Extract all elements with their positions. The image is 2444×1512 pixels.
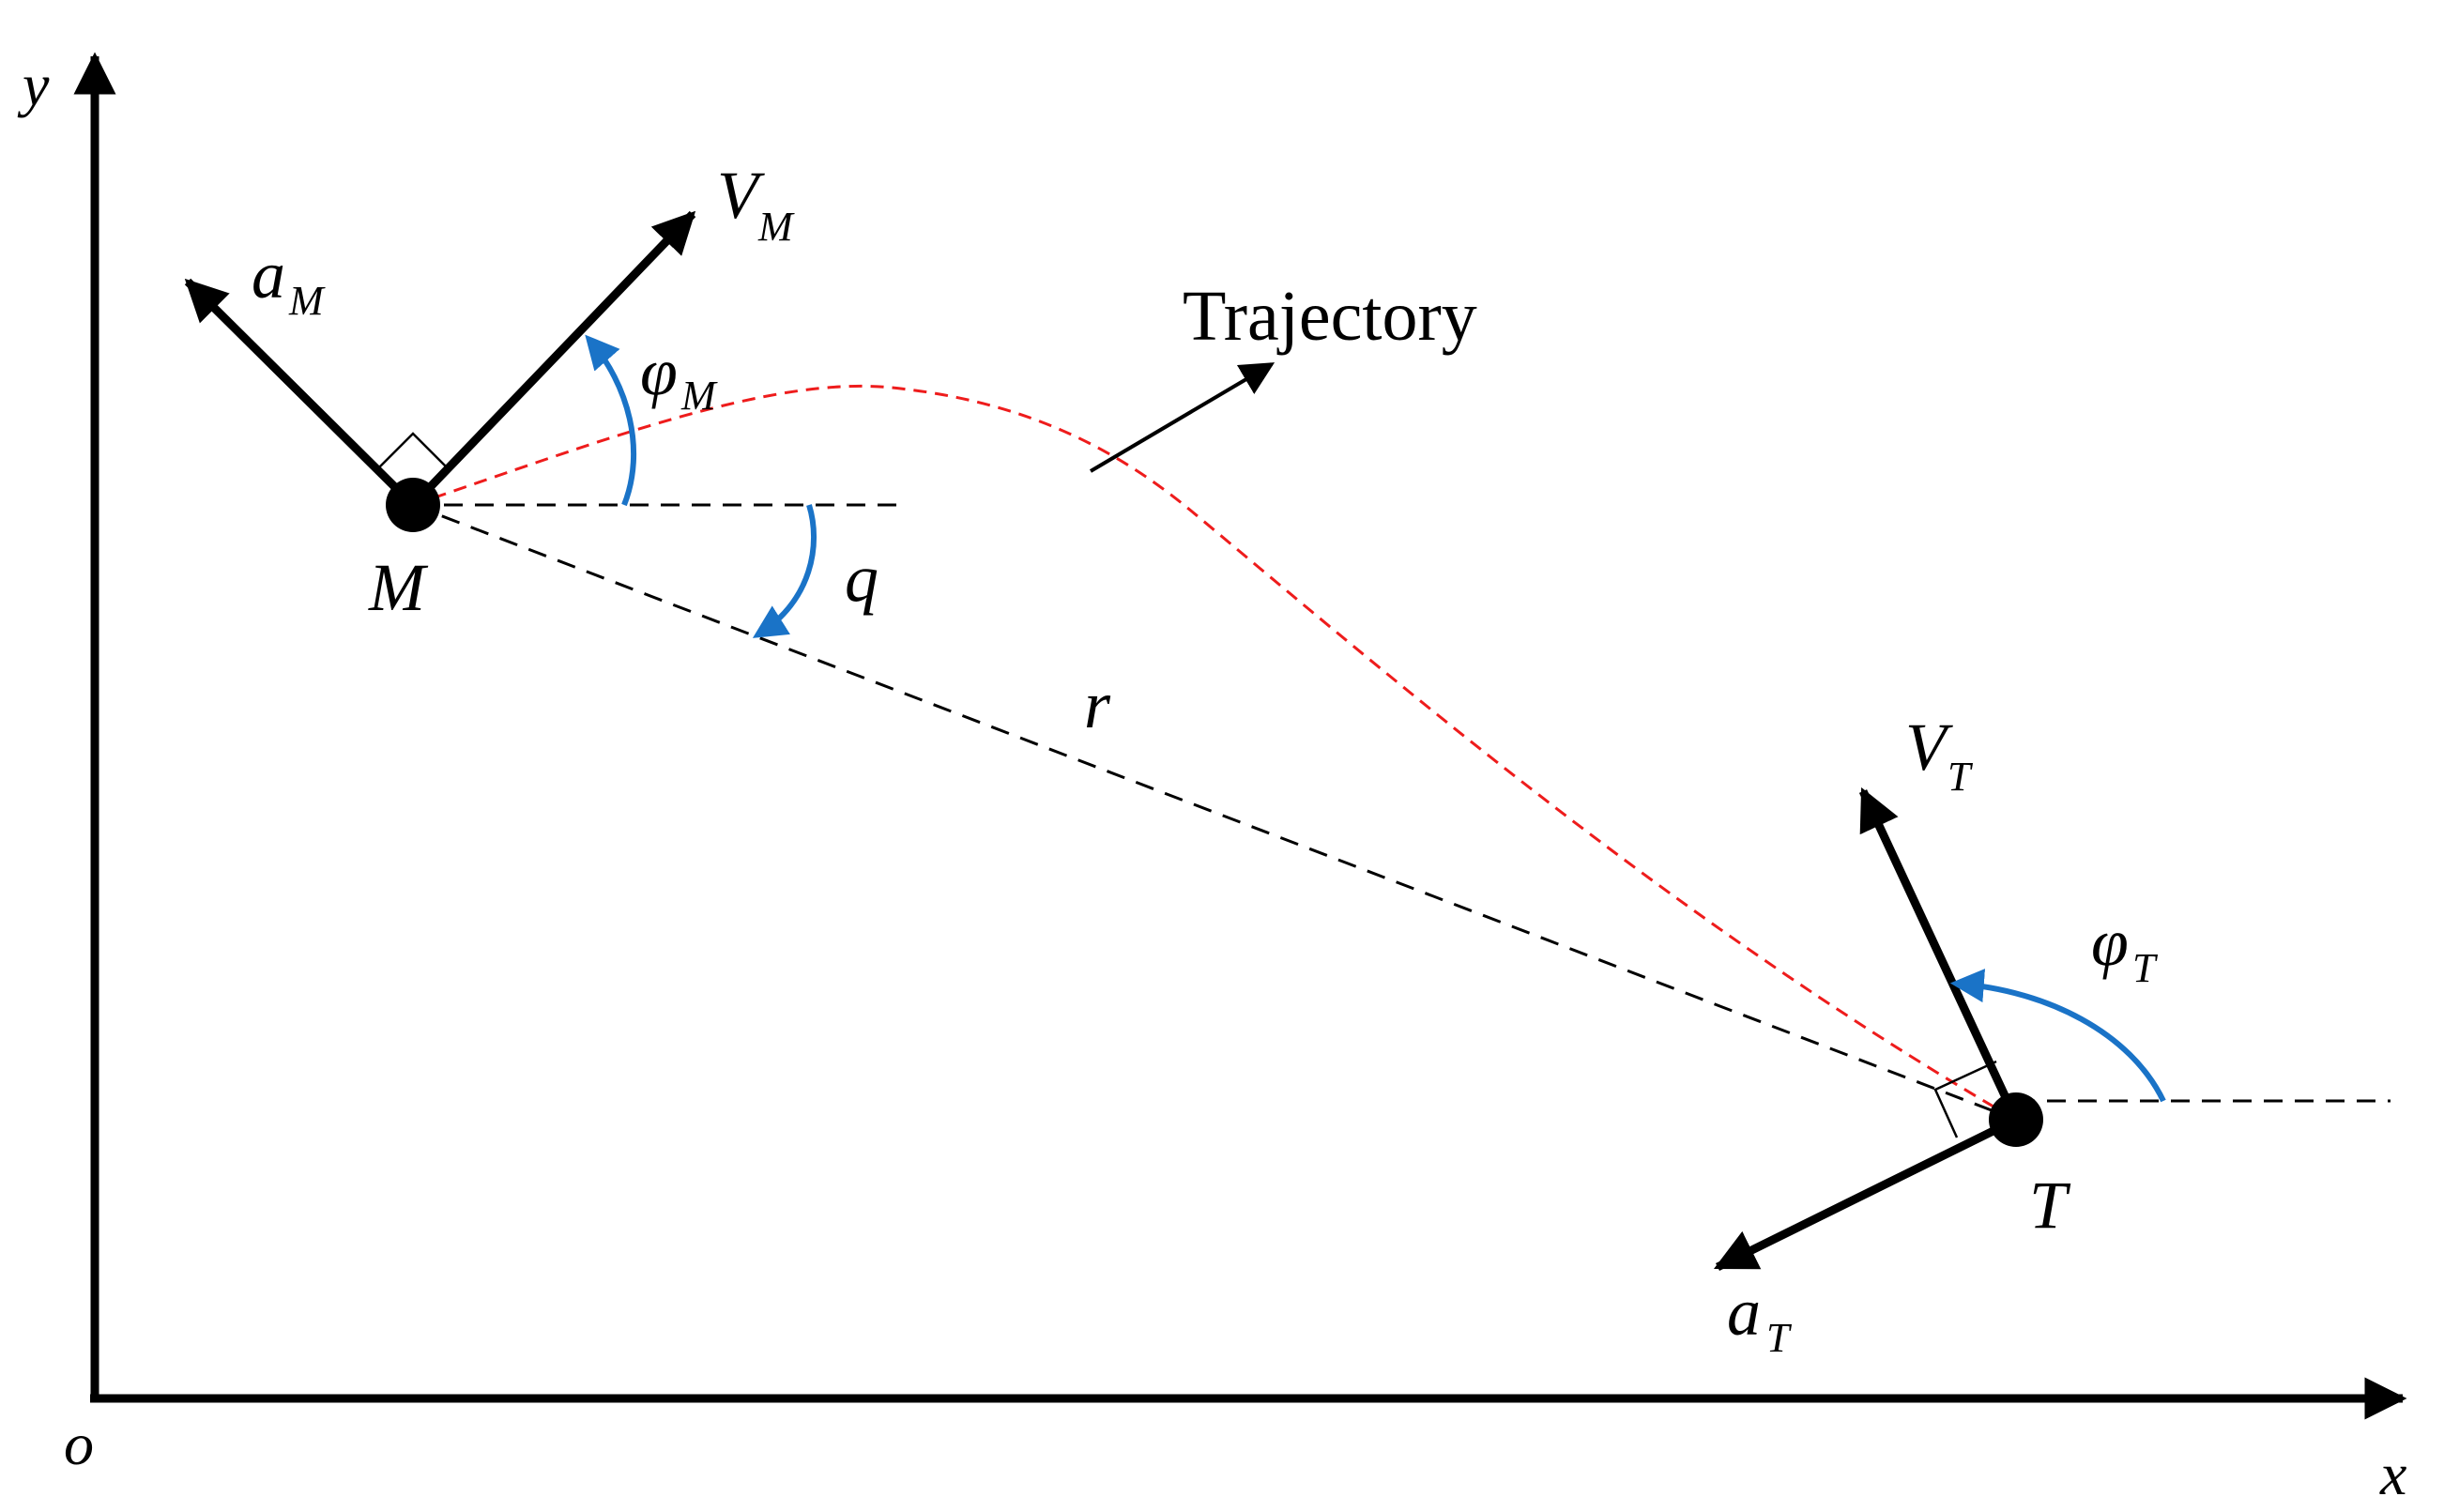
trajectory-curve [412,384,2017,1122]
target-label: T [2029,1168,2071,1243]
missile-velocity-vector [409,210,696,509]
missile-velocity-symbol: V [717,158,765,233]
target-acceleration-vector [1713,1115,2018,1272]
los-angle-label: q [845,541,878,616]
trajectory-pointer-arrow [1089,362,1275,473]
missile-label: M [368,550,429,625]
range-label: r [1084,667,1111,742]
target-heading-arc [1949,969,2166,1103]
missile-point [386,478,440,532]
line-of-sight [412,503,2017,1122]
target-acceleration-label: a T [1727,1275,1793,1361]
target-velocity-label: V T [1905,710,1974,800]
target-heading-symbol: φ [2091,905,2129,980]
trajectory-label: Trajectory [1183,277,1477,356]
target-velocity-subscript: T [1948,754,1974,800]
y-axis-label: y [17,52,50,118]
target-right-angle-mark [1933,1060,1997,1138]
missile-acceleration-symbol: a [252,237,285,313]
missile-heading-arc [585,334,636,507]
missile-acceleration-label: a M [252,237,326,324]
target-heading-label: φ T [2091,905,2159,991]
los-angle-arc [752,504,817,638]
target-velocity-vector [1858,787,2021,1122]
missile-acceleration-subscript: M [288,278,326,324]
origin-label: o [64,1411,94,1477]
target-acceleration-subscript: T [1766,1315,1793,1361]
target-acceleration-symbol: a [1727,1275,1761,1350]
target-heading-subscript: T [2132,945,2159,991]
x-axis-label: x [2379,1441,2406,1507]
missile-velocity-subscript: M [757,204,795,250]
missile-right-angle-mark [376,432,450,470]
target-point [1989,1092,2043,1147]
missile-heading-symbol: φ [640,334,678,409]
missile-velocity-label: V M [717,158,795,250]
missile-heading-subscript: M [680,373,718,419]
missile-heading-label: φ M [640,334,718,419]
missile-acceleration-vector [184,278,417,509]
target-velocity-symbol: V [1905,710,1953,785]
